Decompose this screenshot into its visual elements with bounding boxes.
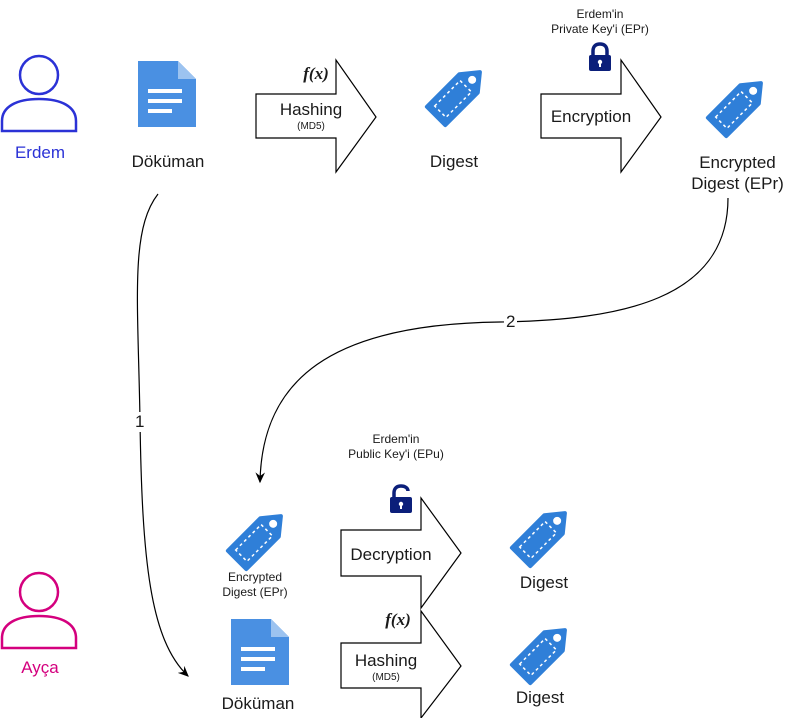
digest-label-bottom-2: Digest — [515, 688, 565, 707]
document-label-top: Döküman — [131, 152, 205, 171]
hashing-arrow-bottom — [340, 609, 462, 718]
connector-1-line — [136, 193, 189, 677]
digest-label-bottom-1: Digest — [519, 573, 569, 592]
function-icon: f(x) — [385, 610, 411, 629]
erdem-label: Erdem — [14, 143, 66, 162]
function-icon: f(x) — [303, 64, 329, 83]
private-key-label-line2: Private Key'i (EPr) — [551, 22, 649, 36]
lock-icon — [390, 484, 412, 513]
tag-icon — [509, 628, 567, 686]
public-key-label-line1: Erdem'in — [372, 432, 420, 446]
hashing-label-top: Hashing — [279, 100, 343, 119]
private-key-label-line1: Erdem'in — [576, 7, 624, 21]
encryption-arrow-top — [540, 58, 662, 174]
document-icon — [138, 61, 196, 127]
digest-label-top: Digest — [429, 152, 479, 171]
ayca-label: Ayça — [21, 658, 59, 677]
encrypted-digest-label-bottom-1: Encrypted — [227, 570, 283, 584]
user-icon — [0, 54, 78, 133]
hashing-arrow-top — [255, 58, 377, 174]
encrypted-digest-label-top-2: Digest (EPr) — [691, 174, 784, 193]
connector-1-label: 1 — [133, 412, 147, 432]
connector-2-label: 2 — [504, 312, 518, 332]
public-key-label-line2: Public Key'i (EPu) — [348, 447, 444, 461]
tag-icon — [509, 511, 567, 569]
connector-2-line — [255, 197, 729, 484]
encrypted-digest-label-bottom-2: Digest (EPr) — [222, 585, 288, 599]
lock-icon — [589, 42, 611, 71]
encrypted-digest-label-top-1: Encrypted — [699, 153, 776, 172]
document-label-bottom: Döküman — [221, 694, 295, 713]
decryption-label: Decryption — [350, 545, 432, 564]
hashing-sub-top: (MD5) — [297, 121, 325, 132]
tag-icon — [705, 81, 763, 139]
tag-icon — [225, 514, 283, 572]
user-icon — [0, 571, 78, 650]
hashing-label-bottom: Hashing — [354, 651, 418, 670]
hashing-sub-bottom: (MD5) — [372, 672, 400, 683]
decryption-arrow — [340, 496, 462, 610]
encryption-label: Encryption — [550, 107, 632, 126]
document-icon — [231, 619, 289, 685]
tag-icon — [424, 70, 482, 128]
